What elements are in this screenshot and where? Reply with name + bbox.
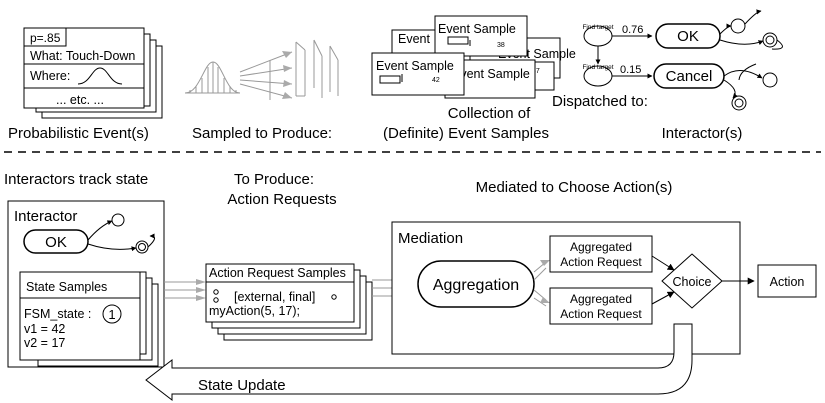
event-sample-card	[371, 52, 465, 96]
etc-label: ... etc. ...	[56, 93, 104, 107]
fsm-final-state-node	[762, 32, 778, 48]
event-samples-collection: Event Event Sample 67 Event Sample 38 Ev…	[371, 15, 576, 99]
what-label: What: Touch-Down	[30, 49, 135, 63]
event-sample-value: 67	[532, 68, 540, 75]
probability-tag	[23, 27, 67, 47]
ok-state	[655, 23, 721, 49]
action-request-flags: [external, final]	[234, 290, 315, 304]
aggregated-request-line1: Aggregated	[570, 292, 632, 306]
interactor-box: Interactor OK State Samples FSM_state : …	[7, 200, 165, 368]
collection-caption-line2: (Definite) Event Samples	[383, 125, 549, 142]
aggregated-request-line2: Action Request	[560, 255, 642, 269]
choice-label: Choice	[673, 275, 712, 289]
produce-caption-line2: Action Requests	[227, 191, 336, 208]
event-sample-title: Event Sample	[376, 59, 454, 73]
probability-label: p=.85	[30, 31, 61, 45]
collection-caption-line1: Collection of	[448, 105, 531, 122]
state-update-label: State Update	[198, 377, 286, 394]
v2-value: v2 = 17	[24, 336, 65, 350]
cancel-probability: 0.15	[620, 64, 641, 76]
action-request-call: myAction(5, 17);	[209, 304, 300, 318]
state-to-request-flow	[164, 279, 206, 301]
fsm-state-value-circle	[102, 304, 122, 324]
action-request-card	[205, 263, 355, 323]
location-distribution-curve	[77, 67, 123, 85]
event-sample-title: Event Sample	[452, 67, 530, 81]
action-box	[757, 264, 817, 298]
action-label: Action	[770, 275, 805, 289]
fsm-state-node	[762, 72, 778, 88]
aggregation-node	[417, 260, 535, 308]
condition-label: Find target	[582, 24, 613, 31]
dispatched-caption: Dispatched to:	[552, 93, 648, 110]
fsm-state-node	[730, 18, 746, 34]
action-request-title: Action Request Samples	[209, 266, 346, 280]
ok-state-label: OK	[677, 28, 699, 45]
interactor-title: Interactor	[14, 208, 77, 225]
ok-probability: 0.76	[622, 24, 643, 36]
event-sample-value: 42	[432, 77, 440, 84]
cancel-state-label: Cancel	[666, 68, 713, 85]
event-sample-value: 38	[497, 42, 505, 49]
track-state-caption: Interactors track state	[4, 171, 148, 188]
choice-diamond	[661, 253, 723, 309]
state-update-arrow	[145, 323, 693, 402]
event-sample-card	[434, 15, 528, 57]
aggregated-request-box	[549, 235, 653, 273]
where-label: Where:	[30, 69, 70, 83]
fsm-state-value: 1	[108, 307, 115, 322]
event-sample-title: Event Sample	[438, 22, 516, 36]
produce-caption-line1: To Produce:	[234, 171, 314, 188]
mediated-caption: Mediated to Choose Action(s)	[476, 179, 673, 196]
interactor-ok-state	[23, 229, 89, 254]
mediation-title: Mediation	[398, 230, 463, 247]
state-samples-title: State Samples	[26, 280, 107, 294]
aggregated-request-line1: Aggregated	[570, 240, 632, 254]
sampled-caption: Sampled to Produce:	[192, 125, 332, 142]
aggregated-request-line2: Action Request	[560, 307, 642, 321]
v1-value: v1 = 42	[24, 322, 65, 336]
fsm-final-state-node	[731, 95, 747, 111]
interactors-caption: Interactor(s)	[662, 125, 743, 142]
action-request-stack: Action Request Samples [external, final]…	[205, 263, 373, 341]
fsm-state-label: FSM_state :	[24, 307, 91, 321]
probabilistic-event-stack: p=.85 What: Touch-Down Where: ... etc. .…	[23, 27, 163, 119]
fsm-state-node	[111, 213, 125, 227]
fsm-final-state-node	[135, 240, 149, 254]
event-sample-title: Event	[398, 32, 430, 46]
aggregation-label: Aggregation	[433, 277, 519, 294]
condition-label: Find target	[582, 64, 613, 71]
interactor-ok-label: OK	[45, 234, 67, 251]
sampling-illustration	[184, 39, 339, 100]
dispatch-section: Find target 0.76 Find target 0.15 OK Can…	[582, 9, 783, 111]
probabilistic-events-caption: Probabilistic Event(s)	[8, 125, 149, 142]
aggregated-request-box	[549, 287, 653, 325]
